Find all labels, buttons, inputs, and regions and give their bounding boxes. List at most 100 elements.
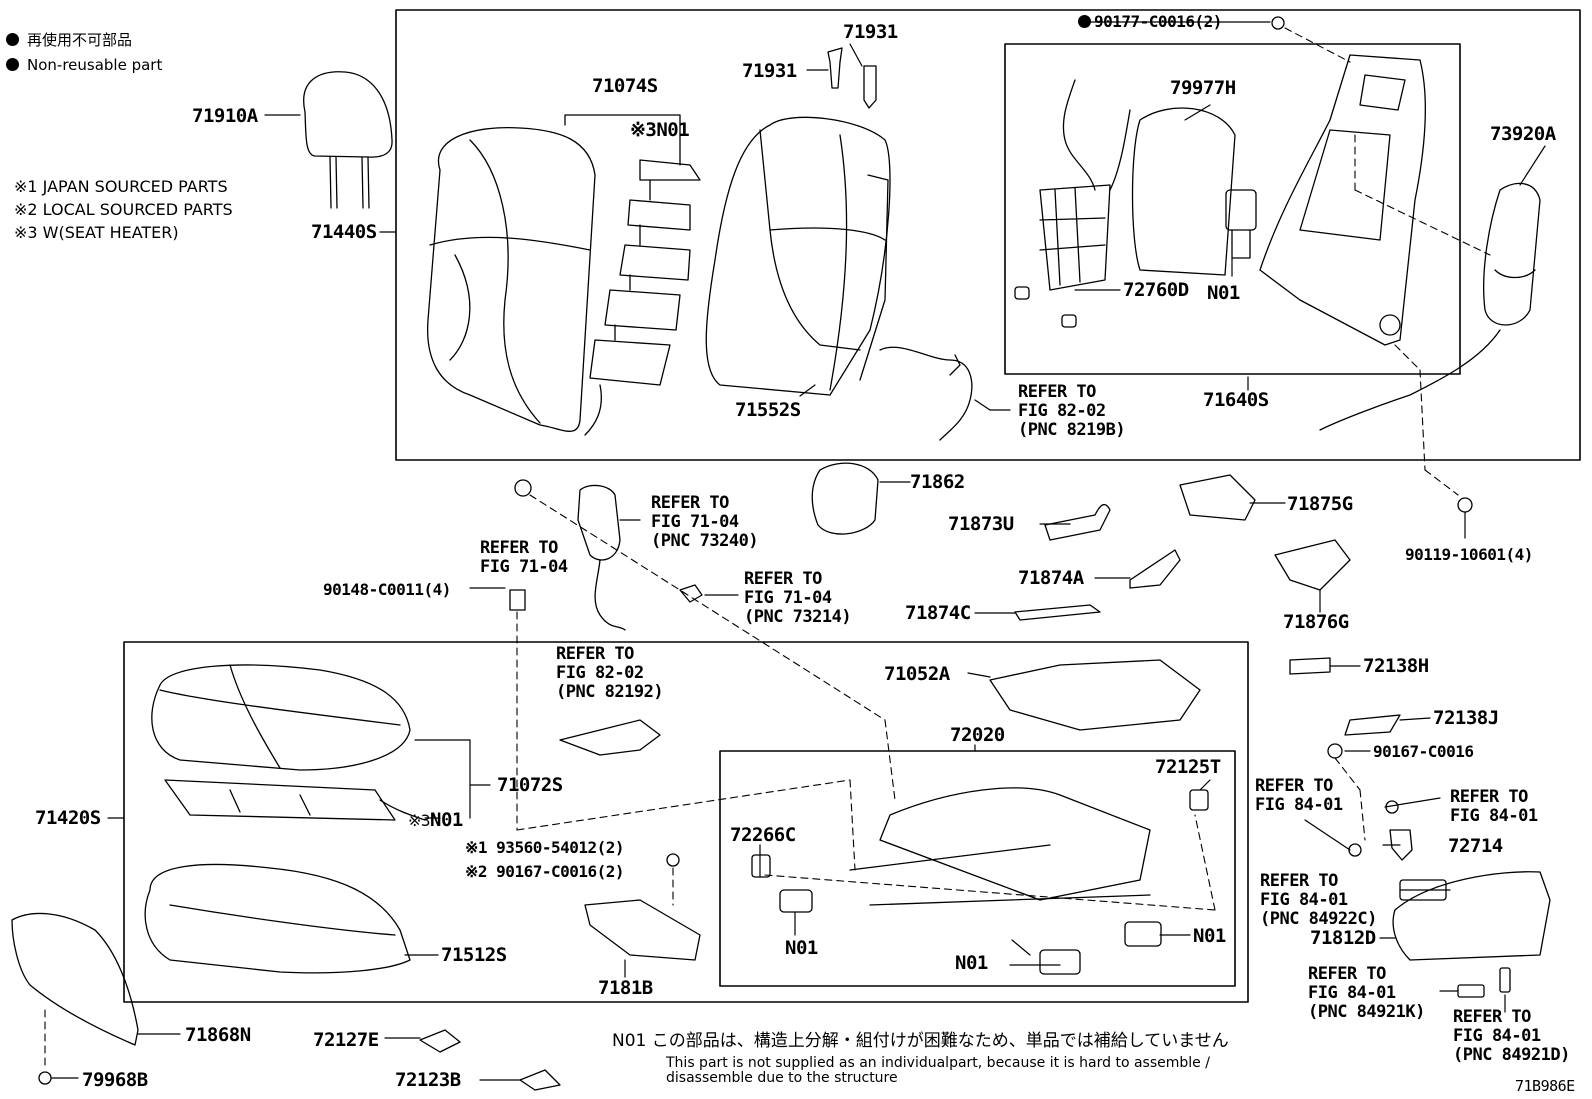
- knob-84921D: [1499, 967, 1511, 993]
- label-71640S: 71640S: [1203, 389, 1269, 411]
- bullet-dot-icon: [6, 33, 19, 46]
- label-71420S: 71420S: [35, 807, 101, 829]
- side-cover-71812D: [1392, 871, 1551, 961]
- seat-frame-wire-71052A: [989, 659, 1201, 731]
- label-72123B: 72123B: [395, 1069, 461, 1091]
- label-72266C: 72266C: [730, 824, 796, 846]
- headrest-part: [303, 71, 393, 209]
- cushion-harness: [559, 719, 661, 756]
- label-71512S: 71512S: [441, 944, 507, 966]
- bracket-7181B: [584, 899, 701, 961]
- cushion-cover: [151, 664, 411, 771]
- seatback-pad: [705, 116, 891, 396]
- label-71875G: 71875G: [1287, 493, 1353, 515]
- label-71873U: 71873U: [948, 513, 1014, 535]
- label-71440S: 71440S: [311, 221, 377, 243]
- seatback-cover: [426, 114, 681, 432]
- part-71875G: [1179, 474, 1256, 521]
- label-71874C: 71874C: [905, 602, 971, 624]
- refer-fig-84-01-d: REFER TO FIG 84-01 (PNC 84921K): [1308, 964, 1425, 1022]
- label-71876G: 71876G: [1283, 611, 1349, 633]
- seat-track-frame: [849, 787, 1209, 906]
- label-n01-motor-c: N01: [1193, 925, 1226, 947]
- nut-90177: [1271, 16, 1285, 30]
- part-72266C-shape: [751, 854, 771, 878]
- seat-frame-wire: [1014, 79, 1131, 328]
- seatback-heater: [584, 159, 701, 436]
- label-n01-motor-b: N01: [955, 952, 988, 974]
- non-reusable-dot-icon: [1078, 15, 1091, 28]
- lumbar-pad: [1131, 107, 1236, 276]
- motor-n01-b: [1039, 949, 1081, 975]
- knob-84921K: [1457, 984, 1485, 998]
- label-72714: 72714: [1448, 835, 1503, 857]
- part-71874A: [1129, 549, 1181, 589]
- label-90119: 90119-10601(4): [1405, 545, 1533, 564]
- refer-fig-71-04-a: REFER TO FIG 71-04 (PNC 73240): [651, 493, 759, 551]
- part-71876G: [1274, 539, 1351, 591]
- cushion-group-frame: [123, 641, 1249, 1003]
- label-71910A: 71910A: [192, 105, 258, 127]
- label-71074S: 71074S: [592, 75, 658, 97]
- motor-n01-a: [779, 889, 813, 913]
- refer-fig-71-04-c: REFER TO FIG 71-04 (PNC 73214): [744, 569, 852, 627]
- refer-fig-84-01-e: REFER TO FIG 84-01 (PNC 84921D): [1453, 1007, 1570, 1065]
- legend-note-2: ※2 LOCAL SOURCED PARTS: [14, 200, 233, 219]
- label-79977H: 79977H: [1170, 77, 1236, 99]
- footnote-jp: N01 この部品は、構造上分解・組付けが困難なため、単品では補給していません: [612, 1031, 1229, 1051]
- bolt-93560: [666, 853, 680, 867]
- bolt-90148: [509, 589, 526, 611]
- bolt-90119: [1457, 497, 1473, 513]
- label-n01-heater-cushion-text: N01: [430, 809, 463, 831]
- legend-note-1: ※1 JAPAN SOURCED PARTS: [14, 177, 228, 196]
- label-71931-b: 71931: [843, 21, 898, 43]
- part-71873U: [1044, 503, 1111, 541]
- label-90167: 90167-C0016: [1373, 742, 1474, 761]
- label-7181B: 7181B: [598, 977, 653, 999]
- part-71874C: [1014, 604, 1101, 621]
- lumbar-motor: [1225, 189, 1257, 259]
- buckle-nut: [514, 479, 532, 497]
- cushion-front-cover: [11, 912, 139, 1046]
- label-71931-a: 71931: [742, 60, 797, 82]
- refer-fig-82-02-top: REFER TO FIG 82-02 (PNC 8219B): [1018, 382, 1126, 440]
- seat-track-subgroup: [719, 750, 1236, 987]
- footnote-en: This part is not supplied as an individu…: [666, 1055, 1210, 1086]
- refer-fig-84-01-a: REFER TO FIG 84-01: [1255, 776, 1343, 815]
- label-72127E: 72127E: [313, 1029, 379, 1051]
- label-71874A: 71874A: [1018, 567, 1084, 589]
- label-90148: 90148-C0011(4): [323, 580, 451, 599]
- part-72123B: [519, 1069, 561, 1091]
- refer-fig-71-04-b: REFER TO FIG 71-04: [480, 538, 568, 577]
- refer-fig-84-01-b: REFER TO FIG 84-01: [1450, 787, 1538, 826]
- label-72125T: 72125T: [1155, 756, 1221, 778]
- label-n01-heater-back: ※3N01: [630, 119, 690, 141]
- label-72020: 72020: [950, 724, 1005, 746]
- recliner-cover: [811, 462, 879, 535]
- legend-text-en: Non-reusable part: [27, 56, 163, 74]
- part-72138J: [1344, 714, 1401, 736]
- label-n01-heater-cushion: ※3N01: [408, 809, 463, 831]
- cushion-heater: [164, 779, 426, 821]
- label-79968B: 79968B: [82, 1069, 148, 1091]
- label-n01-back: N01: [1207, 282, 1240, 304]
- side-airbag: [1319, 182, 1541, 431]
- label-90177-text: 90177-C0016(2): [1094, 12, 1222, 31]
- label-71868N: 71868N: [185, 1024, 251, 1046]
- seatback-frame: [1259, 54, 1427, 346]
- legend-note-3: ※3 W(SEAT HEATER): [14, 223, 179, 242]
- part-72138H: [1289, 657, 1331, 675]
- seatbelt-buckle: [577, 484, 626, 631]
- bullet-dot-icon: [6, 58, 19, 71]
- label-71862: 71862: [910, 471, 965, 493]
- part-72127E: [419, 1029, 461, 1053]
- cushion-pad: [144, 863, 411, 974]
- clip-71931: [827, 47, 877, 109]
- alignment-lines: [44, 27, 1491, 1071]
- label-90167-2: ※2 90167-C0016(2): [465, 862, 625, 881]
- seatback-group-frame: [395, 9, 1581, 461]
- motor-n01-c: [1124, 921, 1162, 947]
- label-90177: 90177-C0016(2): [1078, 12, 1222, 32]
